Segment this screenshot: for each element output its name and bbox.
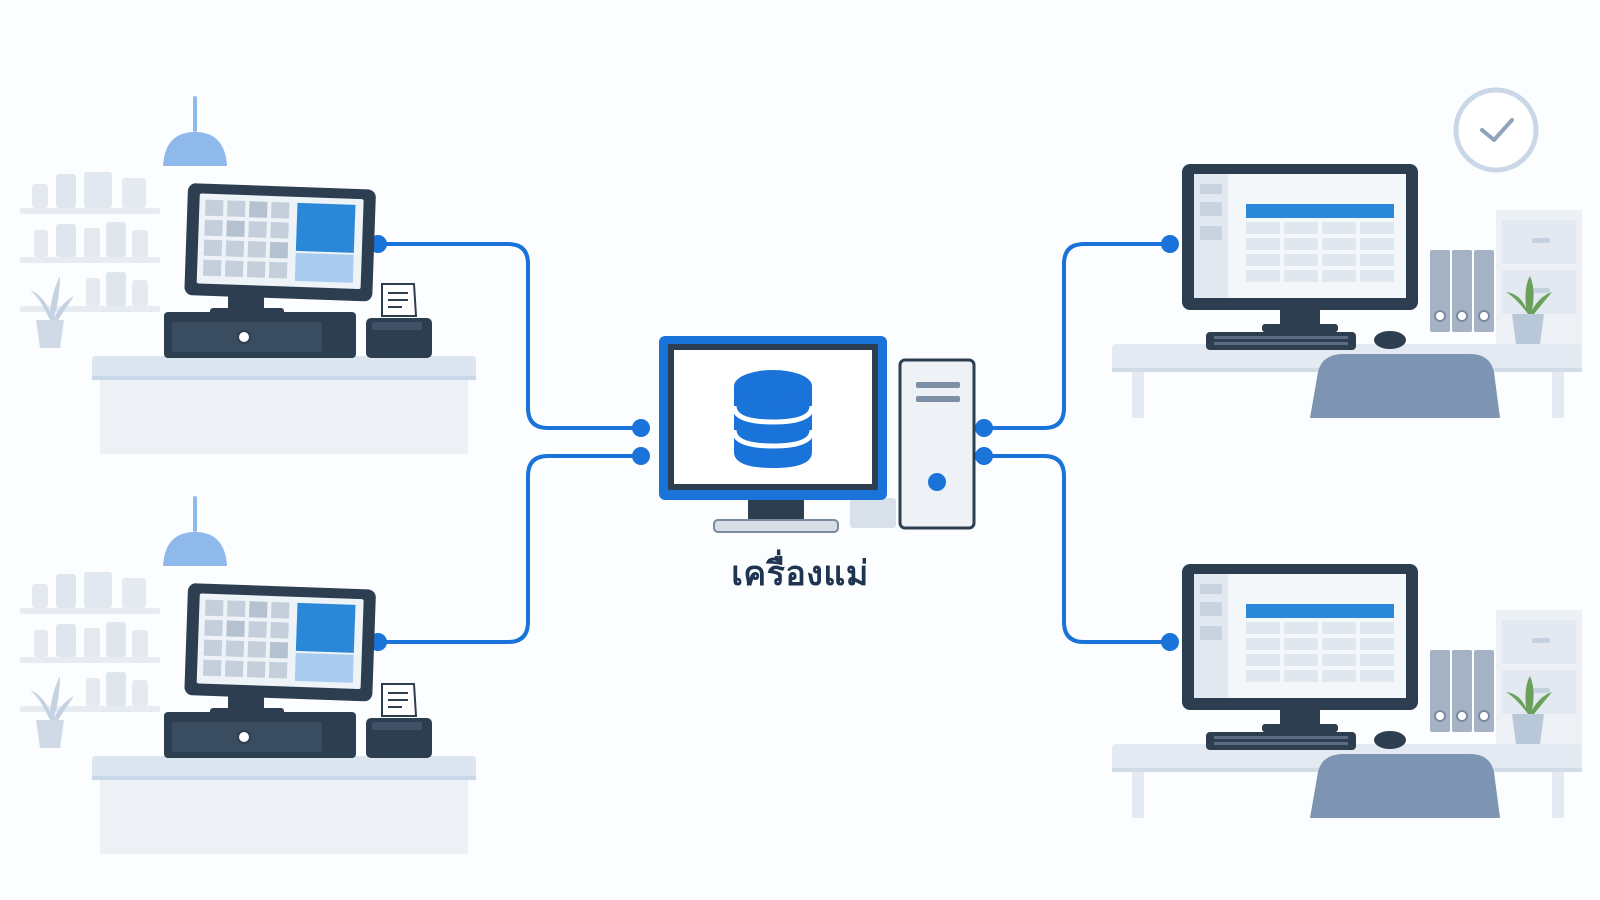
server-tower-icon: [898, 358, 976, 530]
server-label: เครื่องแม่: [731, 554, 869, 594]
clock-icon: [1453, 87, 1539, 173]
main-server: [659, 336, 976, 533]
connector-dot: [1161, 235, 1179, 253]
connection-pos-2: [376, 454, 643, 644]
connector-dot: [1161, 633, 1179, 651]
connection-office-2: [982, 454, 1172, 644]
office-workstation-1: [1111, 163, 1583, 419]
connection-lines: [376, 242, 1172, 644]
database-icon: [731, 370, 815, 468]
connector-dot: [975, 419, 993, 437]
connection-pos-1: [376, 242, 643, 430]
connector-dot: [632, 419, 650, 437]
connector-dot: [975, 447, 993, 465]
pos-terminal-1: [18, 96, 478, 456]
office-workstation-2: [1111, 563, 1583, 819]
pos-terminal-2: [18, 496, 478, 856]
connection-office-1: [982, 242, 1172, 430]
connector-dot: [632, 447, 650, 465]
